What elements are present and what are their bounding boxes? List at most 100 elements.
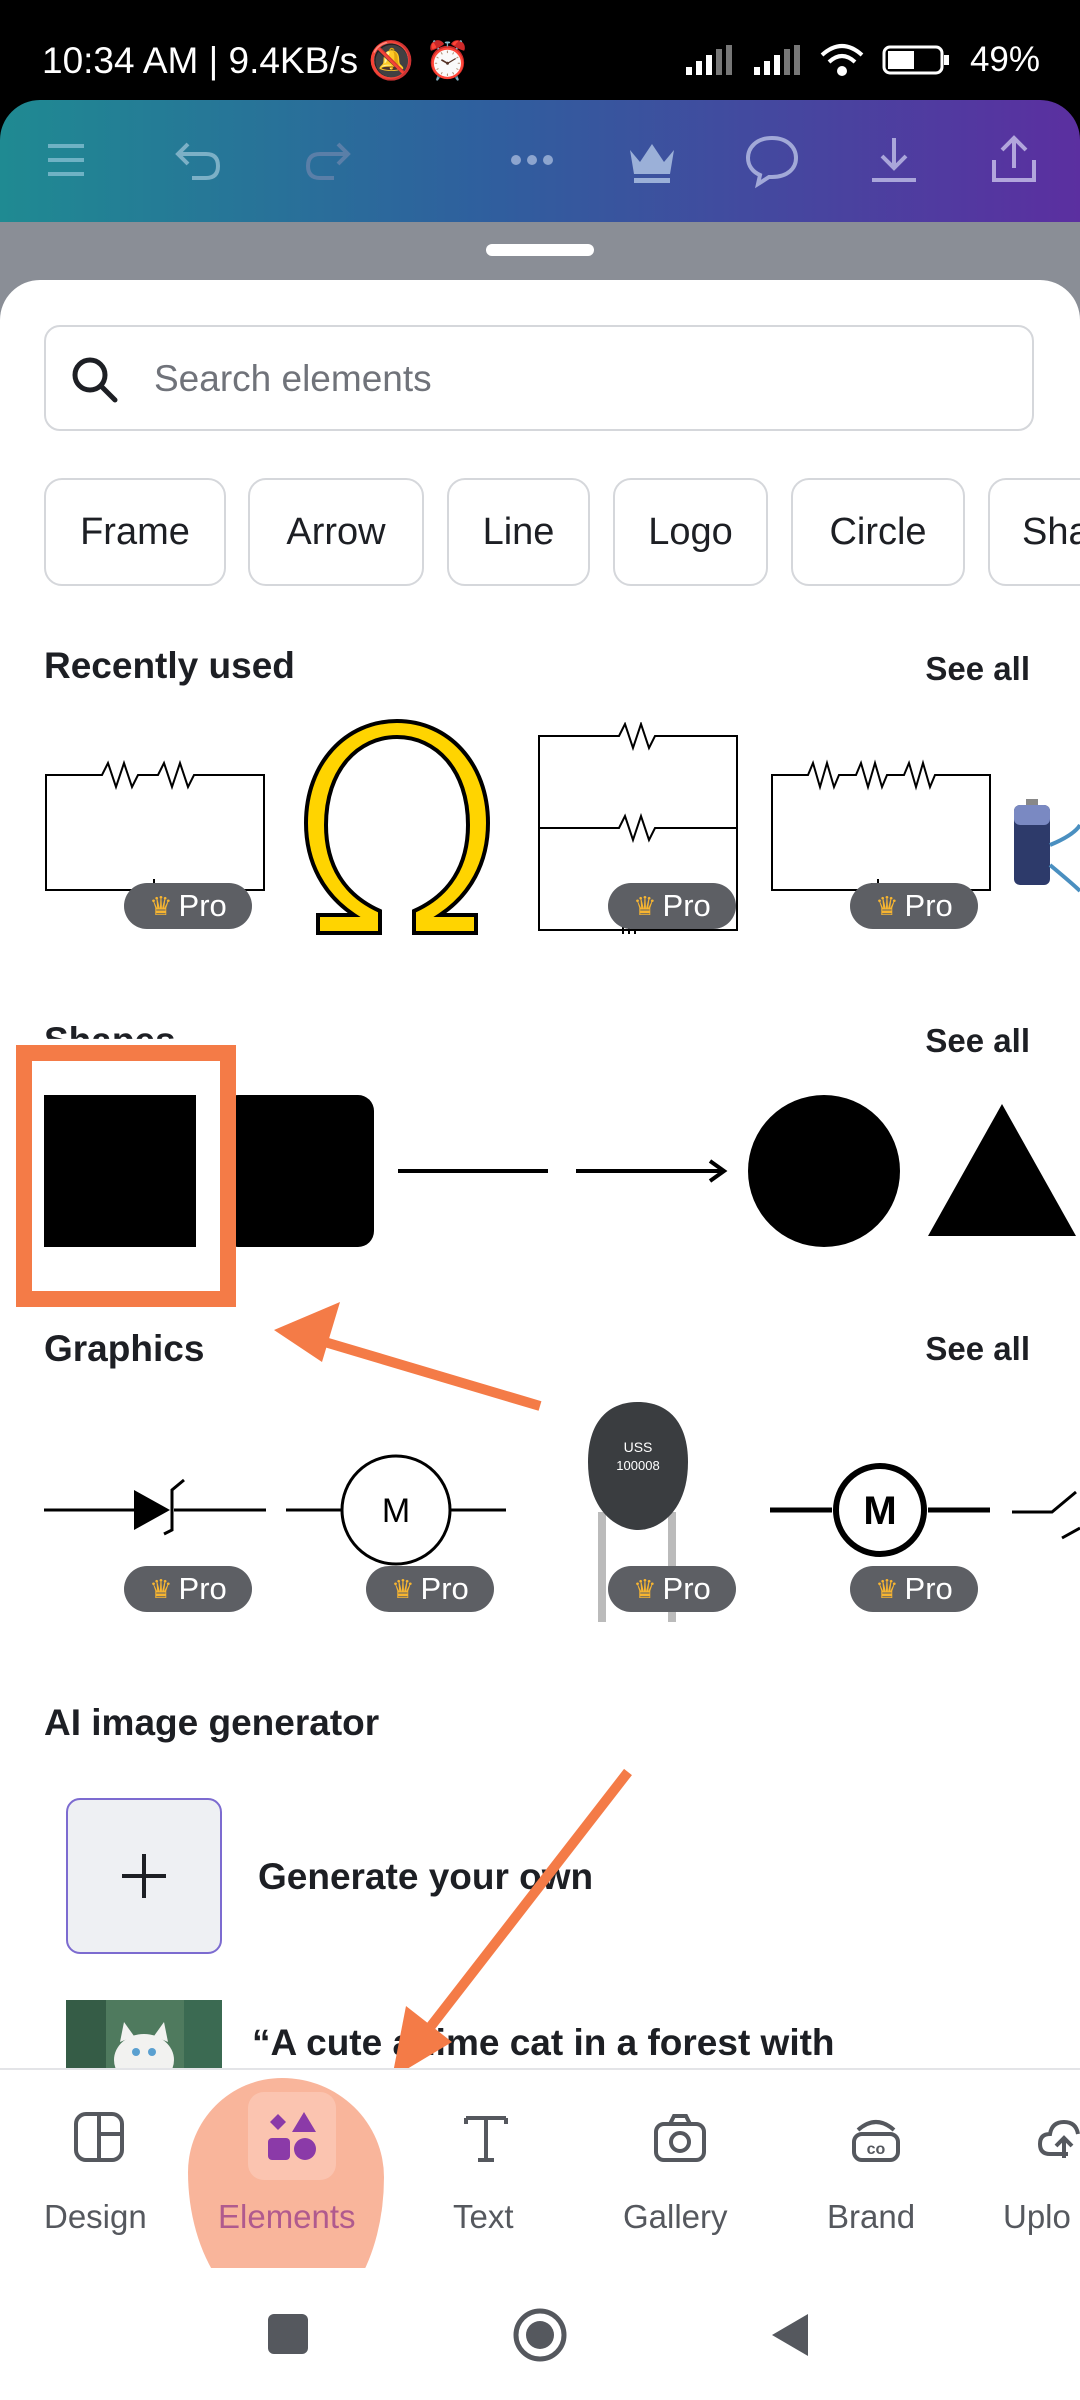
signal-icon-2 xyxy=(753,45,800,75)
nav-brand[interactable]: Brand xyxy=(827,2198,916,2235)
motor-letter: M xyxy=(863,1489,896,1533)
undo-icon[interactable] xyxy=(168,130,228,190)
status-bar xyxy=(0,0,1080,100)
elements-icon[interactable] xyxy=(264,2108,320,2164)
sheet-drag-handle[interactable] xyxy=(486,244,594,256)
generate-label[interactable]: Generate your own xyxy=(258,1856,594,1897)
search-box[interactable] xyxy=(44,325,1034,431)
design-icon[interactable] xyxy=(72,2110,126,2164)
pro-badge: ♛Pro xyxy=(608,883,736,929)
thermistor-label-2: 100008 xyxy=(616,1458,659,1473)
plus-icon xyxy=(122,1854,166,1898)
pro-badge: ♛Pro xyxy=(366,1566,494,1612)
crown-icon: ♛ xyxy=(875,890,899,921)
pro-label: Pro xyxy=(178,888,227,923)
crown-icon: ♛ xyxy=(875,1573,899,1604)
pro-badge: ♛Pro xyxy=(850,1566,978,1612)
search-icon xyxy=(72,357,118,403)
elements-active-bg xyxy=(248,2092,336,2180)
chip-arrow[interactable]: Arrow xyxy=(248,478,424,586)
upload-icon[interactable] xyxy=(1038,2110,1080,2166)
pro-label: Pro xyxy=(178,1571,227,1606)
shape-square[interactable] xyxy=(44,1095,196,1247)
chip-shapes[interactable]: Sha xyxy=(988,478,1080,586)
shape-arrow[interactable] xyxy=(574,1156,730,1186)
pro-label: Pro xyxy=(662,888,711,923)
recent-three-resistor-circuit[interactable] xyxy=(768,755,994,895)
search-input[interactable] xyxy=(152,346,996,412)
recently-used-see-all[interactable]: See all xyxy=(925,650,1030,687)
pro-label: Pro xyxy=(904,888,953,923)
nav-design[interactable]: Design xyxy=(44,2198,147,2235)
chip-circle[interactable]: Circle xyxy=(791,478,965,586)
highlight-box xyxy=(16,1045,236,1307)
comment-icon[interactable] xyxy=(742,130,802,190)
menu-icon[interactable] xyxy=(36,130,96,190)
crown-icon[interactable] xyxy=(622,130,682,190)
recent-omega-symbol[interactable] xyxy=(300,715,495,940)
svg-text:co: co xyxy=(867,2141,886,2158)
graphic-zener-diode[interactable] xyxy=(44,1470,266,1550)
alarm-icon: ⏰ xyxy=(424,40,471,81)
more-options-icon[interactable] xyxy=(502,130,562,190)
shape-circle[interactable] xyxy=(748,1095,900,1247)
status-right: 49% xyxy=(684,40,1040,80)
brand-icon[interactable]: co xyxy=(848,2110,904,2166)
graphic-partial-symbol[interactable] xyxy=(1012,1472,1080,1552)
mute-icon: 🔕 xyxy=(368,40,415,81)
recent-resistor-series-circuit[interactable] xyxy=(40,755,270,895)
chip-line[interactable]: Line xyxy=(447,478,590,586)
pro-badge: ♛Pro xyxy=(850,883,978,929)
shape-triangle[interactable] xyxy=(924,1100,1080,1240)
ai-prompt-text[interactable]: “A cute anime cat in a forest with xyxy=(252,2022,835,2063)
nav-text[interactable]: Text xyxy=(453,2198,514,2235)
crown-icon: ♛ xyxy=(149,890,173,921)
editor-toolbar xyxy=(0,100,1080,222)
pro-badge: ♛Pro xyxy=(124,883,252,929)
share-icon[interactable] xyxy=(984,130,1044,190)
home-icon[interactable] xyxy=(511,2306,569,2364)
battery-percent: 49% xyxy=(969,40,1040,79)
download-icon[interactable] xyxy=(864,130,924,190)
wifi-icon xyxy=(820,44,864,76)
graphic-motor-bold[interactable]: M xyxy=(770,1460,990,1560)
battery-icon xyxy=(882,45,949,75)
nav-uploads[interactable]: Uplo xyxy=(1003,2198,1071,2235)
ai-generator-title: AI image generator xyxy=(44,1702,380,1743)
chip-frame[interactable]: Frame xyxy=(44,478,226,586)
gallery-icon[interactable] xyxy=(652,2110,708,2166)
recent-resistor-parallel-circuit[interactable] xyxy=(535,722,741,934)
crown-icon: ♛ xyxy=(149,1573,173,1604)
crown-icon: ♛ xyxy=(391,1573,415,1604)
crown-icon: ♛ xyxy=(633,1573,657,1604)
nav-elements[interactable]: Elements xyxy=(218,2198,356,2235)
pro-label: Pro xyxy=(420,1571,469,1606)
signal-icon xyxy=(685,45,732,75)
back-icon[interactable] xyxy=(768,2310,812,2360)
motor-letter: M xyxy=(382,1492,410,1530)
pro-label: Pro xyxy=(662,1571,711,1606)
graphics-see-all[interactable]: See all xyxy=(925,1330,1030,1367)
shape-rounded-square[interactable] xyxy=(222,1095,374,1247)
shape-line[interactable] xyxy=(398,1169,548,1173)
graphic-motor[interactable]: M xyxy=(286,1452,506,1568)
crown-icon: ♛ xyxy=(633,890,657,921)
pro-label: Pro xyxy=(904,1571,953,1606)
status-time: 10:34 AM | 9.4KB/s xyxy=(42,40,359,81)
nav-gallery[interactable]: Gallery xyxy=(623,2198,728,2235)
recent-battery-graphic[interactable] xyxy=(1008,795,1080,905)
pro-badge: ♛Pro xyxy=(608,1566,736,1612)
redo-icon[interactable] xyxy=(298,130,358,190)
chip-logo[interactable]: Logo xyxy=(613,478,768,586)
recents-icon[interactable] xyxy=(268,2314,308,2354)
pro-badge: ♛Pro xyxy=(124,1566,252,1612)
bottom-nav xyxy=(0,2068,1080,2270)
text-icon[interactable] xyxy=(458,2110,514,2166)
shapes-see-all[interactable]: See all xyxy=(925,1022,1030,1059)
cat-thumbnail[interactable] xyxy=(66,2000,222,2068)
status-time-speed: 10:34 AM | 9.4KB/s 🔕 ⏰ xyxy=(42,40,471,83)
graphics-title: Graphics xyxy=(44,1328,205,1369)
shapes-title: Shapes xyxy=(44,1020,176,1039)
recently-used-title: Recently used xyxy=(44,645,295,686)
thermistor-label-1: USS xyxy=(624,1439,653,1455)
